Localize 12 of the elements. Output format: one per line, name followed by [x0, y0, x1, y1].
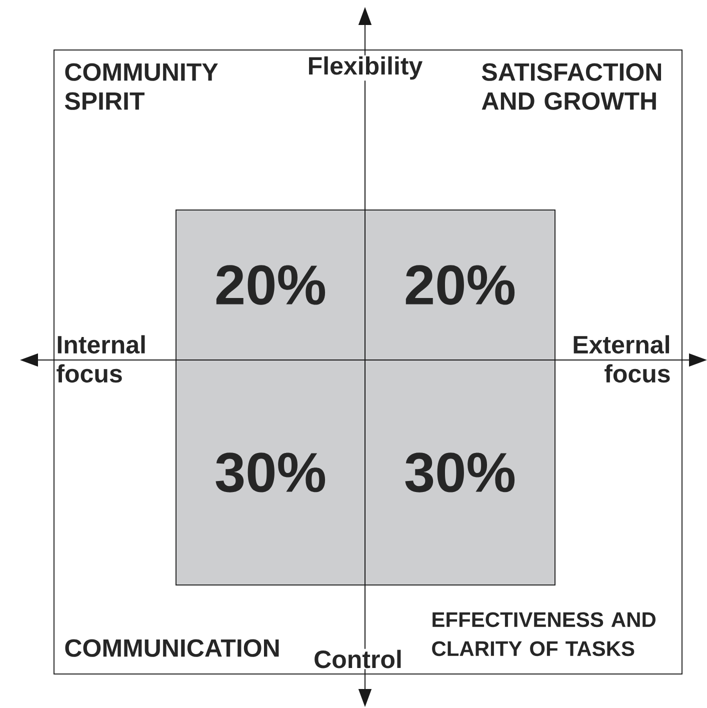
quadrant-label: COMMUNITY SPIRIT — [64, 63, 218, 110]
axis-label: Control — [312, 648, 404, 670]
quadrant-label: SATISFACTION AND GROWTH — [482, 63, 662, 110]
quadrant-cell: 30% — [176, 360, 366, 586]
axis-label: Internal focus — [56, 335, 145, 383]
axis-label: Flexibility — [306, 55, 424, 81]
quadrant-cell: 20% — [176, 210, 366, 360]
quadrant-label: COMMUNICATION — [65, 639, 279, 657]
quadrant-label: EFFECTIVENESS AND CLARITY OF TASKS — [432, 612, 656, 656]
axis-label: External focus — [574, 335, 670, 383]
quadrant-cell: 30% — [364, 360, 556, 586]
quadrant-cell: 20% — [364, 210, 556, 360]
